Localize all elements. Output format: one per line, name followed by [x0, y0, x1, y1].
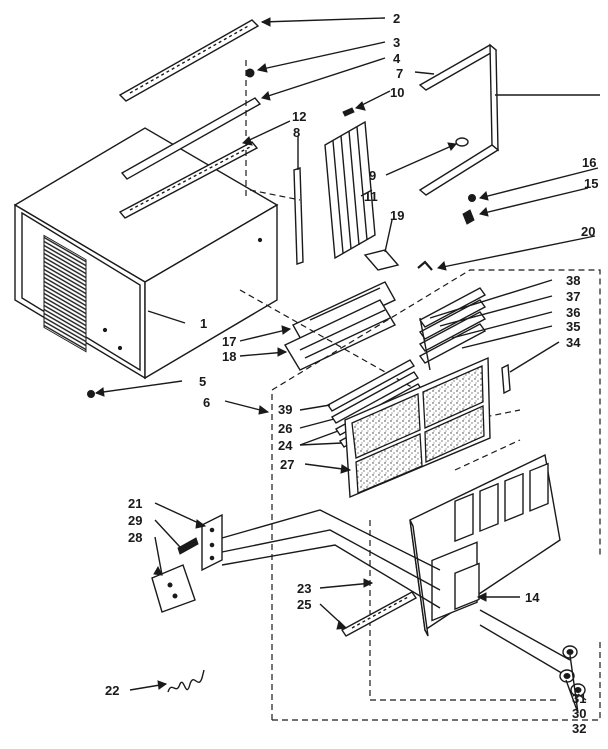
rail-part-12	[118, 141, 259, 219]
bracket-part-28	[151, 564, 196, 613]
front-panel-grille	[454, 462, 549, 543]
callout-23: 23	[297, 581, 311, 596]
callout-4: 4	[393, 51, 401, 66]
callout-34: 34	[566, 335, 581, 350]
callout-11: 11	[364, 189, 378, 204]
plate-part-21	[201, 513, 223, 572]
callout-10: 10	[390, 85, 404, 100]
callout-16: 16	[582, 155, 596, 170]
rail-part-2	[118, 19, 260, 102]
callout-12: 12	[292, 109, 306, 124]
grille-support-part-18	[284, 299, 396, 371]
callout-14: 14	[525, 590, 540, 605]
callout-19: 19	[390, 208, 404, 223]
bracket-part-34	[501, 363, 511, 395]
callout-31: 31	[572, 691, 586, 706]
clip-part-15	[462, 209, 475, 225]
front-panel-part-14	[409, 453, 561, 637]
callout-5: 5	[199, 374, 206, 389]
frame-part-7	[418, 43, 600, 196]
callout-3: 3	[393, 35, 400, 50]
screw-part-10	[342, 107, 355, 117]
cabinet-part-1	[13, 127, 279, 380]
callout-36: 36	[566, 305, 580, 320]
signature-22	[167, 669, 205, 693]
callout-27: 27	[280, 457, 294, 472]
callout-26: 26	[278, 421, 292, 436]
bracket-part-9	[455, 137, 469, 147]
control-linkage	[221, 509, 571, 676]
callout-28: 28	[128, 530, 142, 545]
callout-7: 7	[396, 66, 403, 81]
callout-9: 9	[369, 168, 376, 183]
callout-6: 6	[203, 395, 210, 410]
strip-part-8	[293, 167, 304, 265]
grille-support-part-17	[292, 281, 396, 344]
callout-32: 32	[572, 721, 586, 736]
callout-17: 17	[222, 334, 236, 349]
arrowheads	[94, 17, 489, 690]
callout-labels: 2 3 4 7 10 12 8 9 11 19 16 15 20 1 17 18…	[105, 11, 598, 736]
callout-29: 29	[128, 513, 142, 528]
callout-37: 37	[566, 289, 580, 304]
callout-24: 24	[278, 438, 293, 453]
rail-part-25	[340, 591, 418, 637]
callout-22: 22	[105, 683, 119, 698]
callout-30: 30	[572, 706, 586, 721]
screw-part-3	[245, 68, 255, 78]
knobs-parts-30-31-32	[559, 645, 586, 697]
screw-part-5	[87, 390, 95, 398]
callout-18: 18	[222, 349, 236, 364]
callout-8: 8	[293, 125, 300, 140]
callout-21: 21	[128, 496, 142, 511]
callout-35: 35	[566, 319, 580, 334]
callout-38: 38	[566, 273, 580, 288]
coil-part-11	[324, 120, 376, 260]
louver-assembly-upper	[418, 287, 487, 371]
callout-15: 15	[584, 176, 598, 191]
spring-part-29	[177, 537, 199, 555]
callout-20: 20	[581, 224, 595, 239]
filter-part-27	[344, 356, 491, 499]
clip-part-19	[363, 249, 400, 271]
clip-part-20	[417, 260, 433, 271]
screw-part-16	[468, 194, 476, 202]
rail-part-4	[120, 97, 262, 180]
callout-39: 39	[278, 402, 292, 417]
callout-2: 2	[393, 11, 400, 26]
callout-1: 1	[200, 316, 207, 331]
callout-25: 25	[297, 597, 311, 612]
